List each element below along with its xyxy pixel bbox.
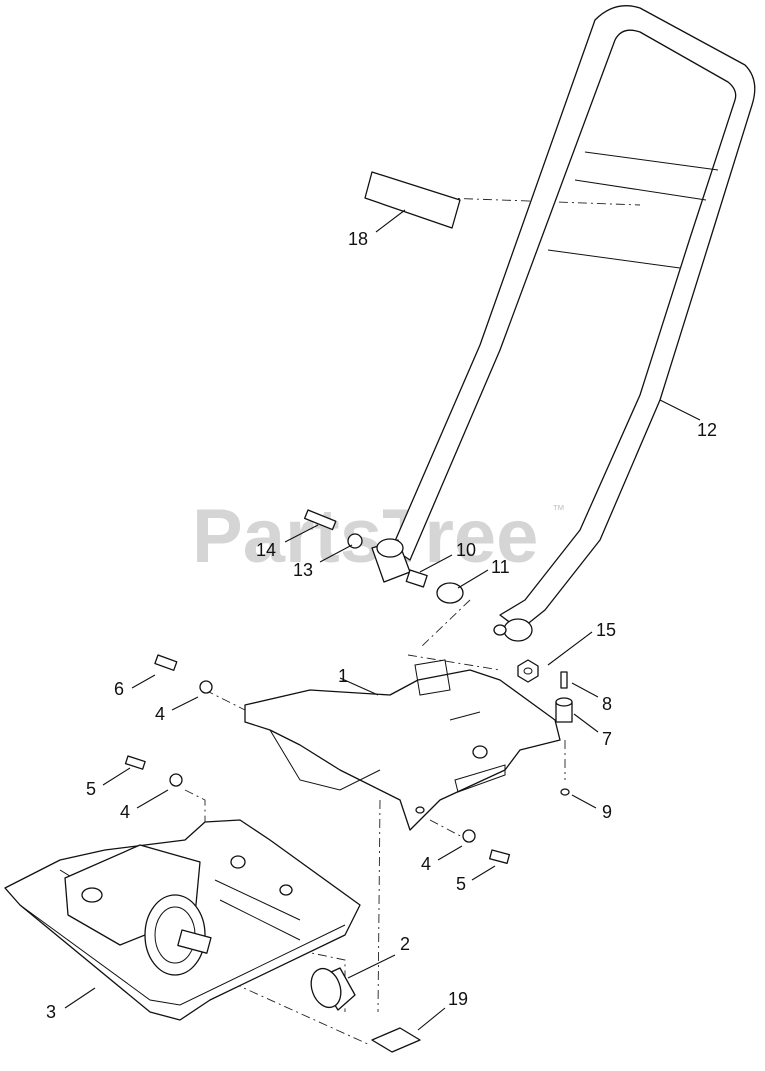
callout-4-mid: 4	[120, 802, 130, 822]
assembly-line-washer-4-top	[204, 689, 246, 711]
watermark-trademark: ™	[552, 502, 565, 517]
bolt-part-14	[303, 509, 337, 531]
callout-8: 8	[602, 694, 612, 714]
decal-part-19	[371, 1027, 421, 1053]
bumper-part-2	[310, 967, 356, 1011]
assembly-line-bracket-bottom	[377, 799, 381, 1013]
watermark-text: PartsTree	[192, 494, 538, 579]
assembly-line-decal-19	[214, 974, 371, 1046]
bolt-part-6	[154, 654, 178, 671]
leader-lines	[64, 209, 701, 1031]
nut-part-15	[517, 659, 539, 683]
bushing-part-11	[436, 582, 464, 604]
callout-7: 7	[602, 729, 612, 749]
bushing-part-10	[405, 569, 428, 588]
bolt-part-5-right	[489, 849, 511, 865]
pivot-hardware	[303, 509, 464, 604]
nut-part-9	[560, 788, 570, 796]
callout-2: 2	[400, 934, 410, 954]
fasteners	[124, 654, 511, 865]
assembly-line-washer-4-low	[429, 819, 469, 841]
callout-1: 1	[338, 666, 348, 686]
callout-15: 15	[596, 620, 616, 640]
bolt-part-5-left	[124, 755, 146, 770]
callout-10: 10	[456, 540, 476, 560]
callout-13: 13	[293, 560, 313, 580]
washer-part-4-low	[462, 829, 476, 843]
assembly-line-handle-pivot	[419, 599, 471, 649]
bracket-part-1	[244, 659, 561, 831]
washer-part-4-mid	[169, 773, 183, 787]
stop-hardware	[555, 671, 573, 796]
callout-19: 19	[448, 989, 468, 1009]
callout-5-left: 5	[86, 779, 96, 799]
decal-part-18	[364, 171, 461, 229]
callout-6: 6	[114, 679, 124, 699]
base-part-3	[4, 819, 361, 1021]
callout-4-low: 4	[421, 854, 431, 874]
callout-18: 18	[348, 229, 368, 249]
washer-part-13	[347, 533, 363, 549]
drive-pulley	[144, 894, 206, 976]
callout-9: 9	[602, 802, 612, 822]
callout-14: 14	[256, 540, 276, 560]
callout-4-top: 4	[155, 704, 165, 724]
callout-5-right: 5	[456, 874, 466, 894]
callout-3: 3	[46, 1002, 56, 1022]
callout-labels: 18 12 14 13 10 11 1 15 8 7 9 6 4 5 4 4 5…	[46, 229, 717, 1022]
callout-11: 11	[491, 557, 510, 577]
screw-part-8	[560, 671, 568, 689]
callout-12: 12	[697, 420, 717, 440]
handle-part-12	[391, 5, 756, 642]
assembly-line-nut-15	[407, 654, 501, 671]
washer-part-4-top	[199, 680, 213, 694]
parts-tree-watermark: PartsTree ™	[192, 494, 565, 579]
